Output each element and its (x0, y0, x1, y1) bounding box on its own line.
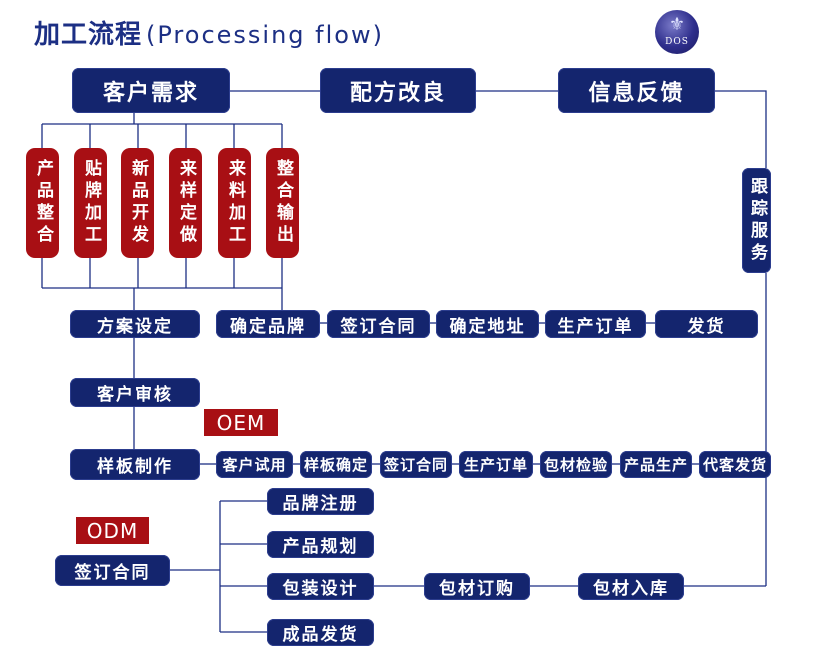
node-plan-setting: 方案设定 (70, 310, 200, 338)
logo-text: DOS (665, 37, 689, 47)
node-customer-review: 客户审核 (70, 378, 200, 407)
node-confirm-brand: 确定品牌 (216, 310, 320, 338)
odm-tag: ODM (76, 517, 149, 544)
node-tracking-service: 跟踪服务 (742, 168, 771, 273)
node-information-feedback: 信息反馈 (558, 68, 715, 113)
option-oem-labeling: 贴牌加工 (74, 148, 107, 258)
node-sample-making: 样板制作 (70, 449, 200, 480)
node-shipping: 发货 (655, 310, 758, 338)
node-confirm-address: 确定地址 (436, 310, 539, 338)
fleur-de-lis-icon: ⚜ (668, 14, 686, 35)
node-finished-shipping: 成品发货 (267, 619, 374, 646)
node-product-planning: 产品规划 (267, 531, 374, 558)
node-drop-shipping: 代客发货 (699, 451, 771, 478)
node-odm-sign-contract: 签订合同 (55, 555, 170, 586)
node-sample-confirmed: 样板确定 (300, 451, 372, 478)
node-production-order-2: 生产订单 (459, 451, 533, 478)
node-packaging-purchase: 包材订购 (424, 573, 530, 600)
node-sign-contract-2: 签订合同 (380, 451, 452, 478)
page-title: 加工流程 (Processing flow) (34, 14, 384, 54)
title-chinese: 加工流程 (34, 20, 143, 50)
node-production-order: 生产订单 (545, 310, 646, 338)
node-sign-contract: 签订合同 (327, 310, 430, 338)
option-integrated-output: 整合输出 (266, 148, 299, 258)
option-new-product-development: 新品开发 (121, 148, 154, 258)
option-material-processing: 来料加工 (218, 148, 251, 258)
node-customer-demand: 客户需求 (72, 68, 230, 113)
node-packaging-design: 包装设计 (267, 573, 374, 600)
node-packaging-warehousing: 包材入库 (578, 573, 684, 600)
option-product-integration: 产品整合 (26, 148, 59, 258)
node-packaging-inspection: 包材检验 (540, 451, 612, 478)
node-formula-improvement: 配方改良 (320, 68, 476, 113)
title-english: (Processing flow) (146, 21, 384, 49)
option-custom-from-sample: 来样定做 (169, 148, 202, 258)
node-brand-registration: 品牌注册 (267, 488, 374, 515)
oem-tag: OEM (204, 409, 278, 436)
node-customer-trial: 客户试用 (216, 451, 293, 478)
brand-logo: ⚜ DOS (655, 10, 699, 54)
node-product-production: 产品生产 (620, 451, 692, 478)
